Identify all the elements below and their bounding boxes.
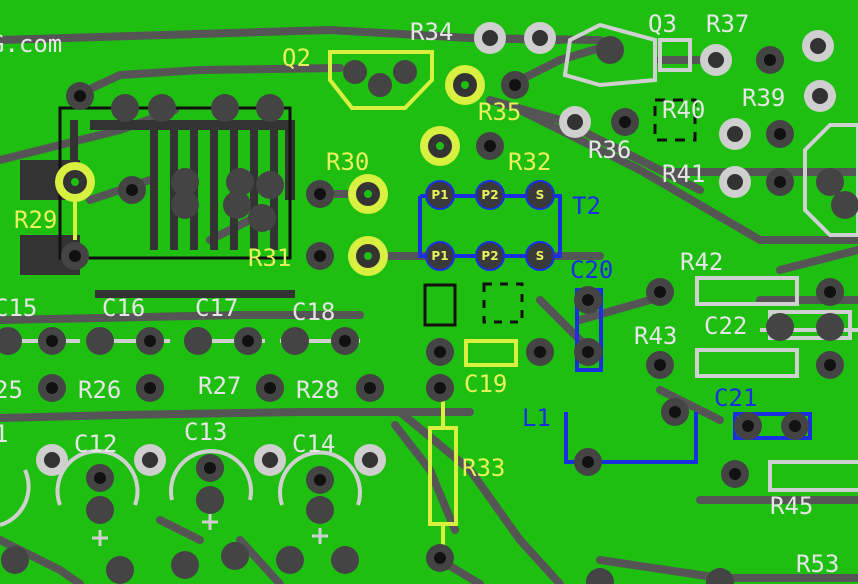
pads-copper: [0, 36, 858, 584]
label-r28: R28: [296, 376, 339, 404]
label-q3: Q3: [648, 10, 677, 38]
label-c15: C15: [0, 294, 37, 322]
t2-pads: [425, 180, 555, 271]
label-r39: R39: [742, 84, 785, 112]
label-c18: C18: [292, 298, 335, 326]
label-r35: R35: [478, 98, 521, 126]
label-r40: R40: [662, 96, 705, 124]
label-r29: R29: [14, 206, 57, 234]
label-c19: C19: [464, 370, 507, 398]
label-r26: R26: [78, 376, 121, 404]
label-r31: R31: [248, 244, 291, 272]
label-r36: R36: [588, 136, 631, 164]
label-r34: R34: [410, 18, 453, 46]
t2-pad-s-bottom: S: [536, 249, 545, 263]
label-r41: R41: [662, 160, 705, 188]
label-r25: 25: [0, 376, 23, 404]
t2-pad-p1-top: P1: [431, 188, 448, 202]
label-r53: R53: [796, 550, 839, 578]
polarity-marks: [92, 514, 328, 546]
t2-pad-p2-top: P2: [481, 188, 498, 202]
label-c20: C20: [570, 256, 613, 284]
label-r32: R32: [508, 148, 551, 176]
label-c11: 1: [0, 420, 8, 448]
label-r37: R37: [706, 10, 749, 38]
silkscreen-outlines: [0, 22, 858, 527]
label-t2: T2: [572, 192, 601, 220]
label-r45: R45: [770, 492, 813, 520]
label-q2: Q2: [282, 44, 311, 72]
label-c22: C22: [704, 312, 747, 340]
label-r42: R42: [680, 248, 723, 276]
label-r33: R33: [462, 454, 505, 482]
pads-highlighted: [55, 65, 485, 276]
label-r27: R27: [198, 372, 241, 400]
label-r30: R30: [326, 148, 369, 176]
t2-pad-p1-bottom: P1: [431, 249, 448, 263]
t2-pad-s-top: S: [536, 188, 545, 202]
label-c21: C21: [714, 384, 757, 412]
highlighted-outlines: [73, 50, 518, 555]
label-r43: R43: [634, 322, 677, 350]
label-c12: C12: [74, 430, 117, 458]
brand-text: G.com: [0, 30, 62, 58]
label-l1: L1: [522, 404, 551, 432]
label-c13: C13: [184, 418, 227, 446]
t2-pad-p2-bottom: P2: [481, 249, 498, 263]
pads-grey: [36, 22, 836, 476]
label-c16: C16: [102, 294, 145, 322]
label-c14: C14: [292, 430, 335, 458]
label-c17: C17: [195, 294, 238, 322]
